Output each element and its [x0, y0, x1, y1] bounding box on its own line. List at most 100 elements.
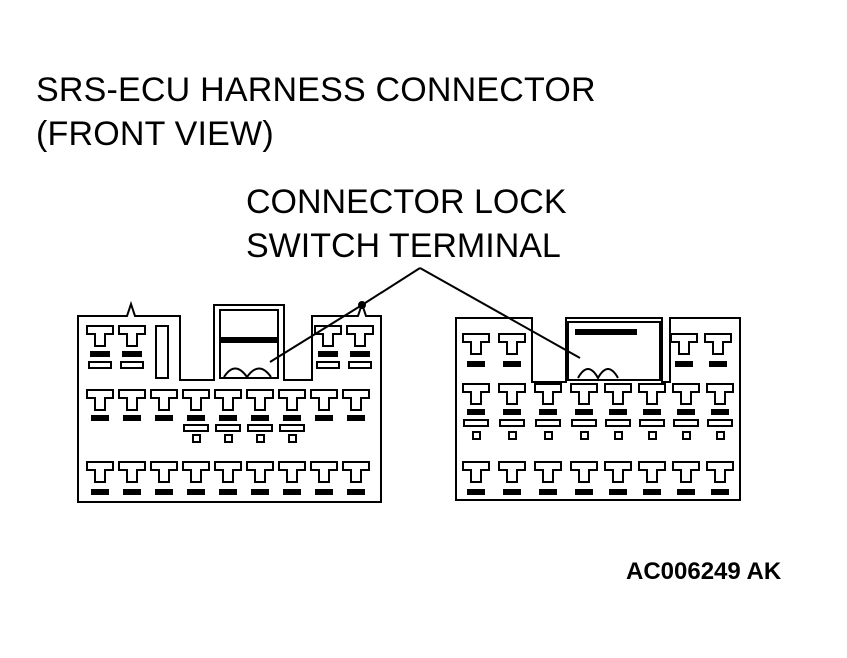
terminal-cavity: [86, 461, 114, 483]
terminal-cavity: [672, 383, 700, 405]
terminal-cavity: [246, 389, 274, 411]
terminal-slot: [283, 489, 301, 495]
lock-chamber: [567, 321, 661, 381]
terminal-cavity: [534, 383, 562, 405]
terminal-slot: [283, 415, 301, 421]
terminal-square: [256, 434, 265, 443]
terminal-slot: [90, 351, 110, 357]
terminal-cavity: [150, 461, 178, 483]
terminal-slot: [315, 489, 333, 495]
terminal-cavity: [704, 333, 732, 355]
terminal-slot: [677, 489, 695, 495]
terminal-cavity: [150, 389, 178, 411]
terminal-slot: [575, 489, 593, 495]
terminal-slot: [155, 415, 173, 421]
terminal-slot: [605, 419, 631, 427]
terminal-slot: [643, 409, 661, 415]
terminal-slot: [316, 361, 340, 369]
figure-id: AC006249 AK: [626, 558, 782, 585]
connector-housing: [77, 300, 382, 503]
lock-chamber: [219, 309, 279, 379]
lock-switch-terminal: [577, 368, 619, 381]
terminal-cavity: [118, 461, 146, 483]
terminal-slot: [673, 419, 699, 427]
terminal-slot: [251, 415, 269, 421]
terminal-cavity: [182, 389, 210, 411]
terminal-slot: [503, 361, 521, 367]
terminal-slot: [123, 415, 141, 421]
terminal-slot: [677, 409, 695, 415]
terminal-slot: [467, 409, 485, 415]
terminal-cavity: [86, 389, 114, 411]
terminal-slot: [155, 489, 173, 495]
terminal-slot: [122, 351, 142, 357]
terminal-cavity: [346, 325, 374, 347]
terminal-slot: [609, 409, 627, 415]
terminal-cavity: [214, 389, 242, 411]
terminal-slot: [247, 424, 273, 432]
terminal-slot: [539, 489, 557, 495]
terminal-square: [288, 434, 297, 443]
terminal-cavity: [638, 383, 666, 405]
terminal-slot: [120, 361, 144, 369]
terminal-slot: [318, 351, 338, 357]
terminal-slot: [315, 415, 333, 421]
terminal-cavity: [118, 325, 146, 347]
terminal-cavity: [462, 383, 490, 405]
right-connector: [455, 317, 741, 501]
lock-switch-terminal: [223, 367, 272, 379]
terminal-square: [682, 431, 691, 440]
terminal-slot: [535, 419, 561, 427]
terminal-cavity: [498, 461, 526, 483]
terminal-slot: [219, 489, 237, 495]
title-line-2: (FRONT VIEW): [36, 115, 274, 153]
terminal-cavity: [498, 333, 526, 355]
terminal-cavity: [534, 461, 562, 483]
terminal-slot: [347, 415, 365, 421]
terminal-cavity: [182, 461, 210, 483]
terminal-cavity: [706, 383, 734, 405]
terminal-slot: [88, 361, 112, 369]
terminal-slot: [639, 419, 665, 427]
terminal-cavity: [498, 383, 526, 405]
callout-leader-lines: [269, 267, 581, 363]
terminal-square: [472, 431, 481, 440]
terminal-slot: [123, 489, 141, 495]
terminal-square: [614, 431, 623, 440]
terminal-cavity: [86, 325, 114, 347]
terminal-square: [580, 431, 589, 440]
terminal-cavity: [342, 461, 370, 483]
terminal-square: [224, 434, 233, 443]
terminal-slot: [183, 424, 209, 432]
terminal-cavity: [246, 461, 274, 483]
terminal-slot: [571, 419, 597, 427]
terminal-slot: [350, 351, 370, 357]
terminal-slot: [187, 415, 205, 421]
terminal-slot: [711, 489, 729, 495]
terminal-cavity: [670, 333, 698, 355]
terminal-cavity: [278, 461, 306, 483]
terminal-cavity: [604, 383, 632, 405]
terminal-slot: [91, 415, 109, 421]
terminal-slot: [251, 489, 269, 495]
terminal-cavity: [604, 461, 632, 483]
terminal-cavity: [462, 461, 490, 483]
terminal-slot: [707, 419, 733, 427]
terminal-slot: [279, 424, 305, 432]
terminal-cavity: [706, 461, 734, 483]
terminal-cavity: [214, 461, 242, 483]
lock-bar: [575, 329, 637, 335]
leader-junction-dot: [358, 301, 366, 309]
terminal-cavity: [118, 389, 146, 411]
terminal-slot: [539, 409, 557, 415]
terminal-slot: [187, 489, 205, 495]
terminal-slot: [575, 409, 593, 415]
terminal-square: [648, 431, 657, 440]
terminal-slot: [347, 489, 365, 495]
terminal-slot: [215, 424, 241, 432]
terminal-cavity: [314, 325, 342, 347]
terminal-slot: [609, 489, 627, 495]
terminal-slot: [709, 361, 727, 367]
terminal-cavity: [310, 461, 338, 483]
